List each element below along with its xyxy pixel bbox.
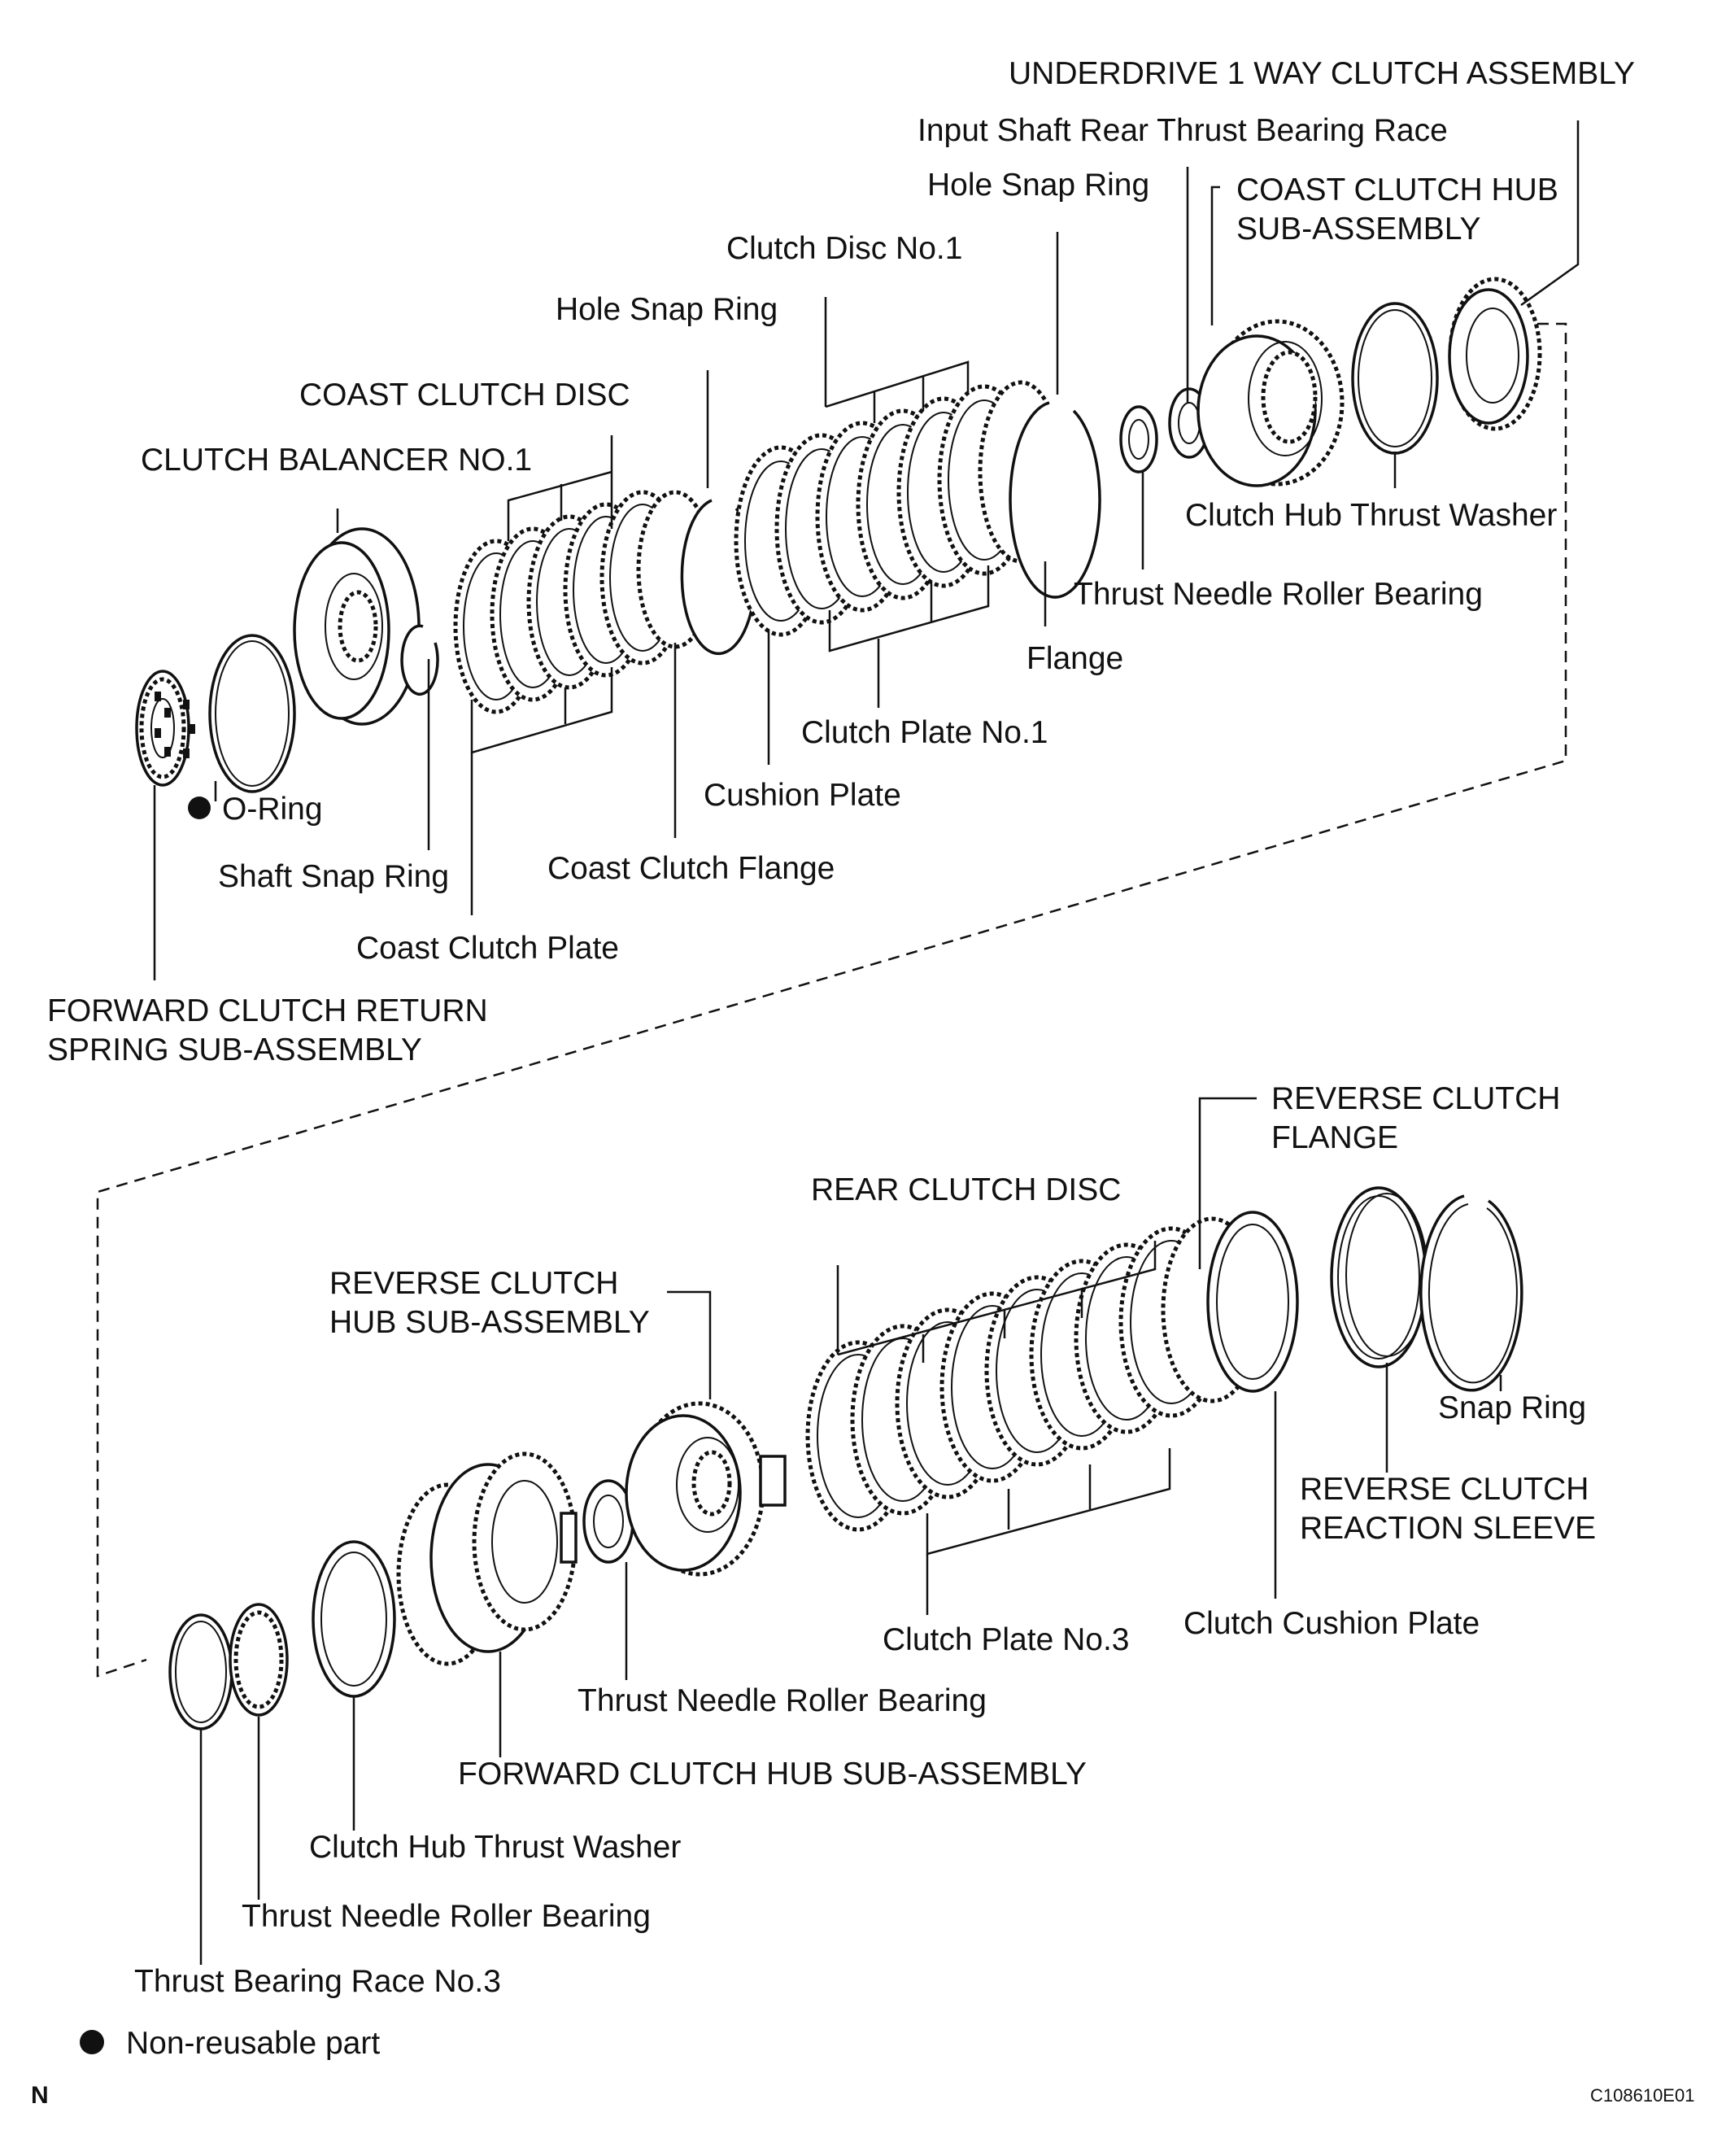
label-clutch-hub-thrust-washer-upper: Clutch Hub Thrust Washer <box>1185 498 1557 533</box>
upper-assembly <box>135 277 1542 793</box>
lower-labels: REVERSE CLUTCH FLANGE REAR CLUTCH DISC R… <box>134 1081 1596 1999</box>
shaft-snap-ring-part <box>400 624 439 696</box>
label-coast-clutch-disc: COAST CLUTCH DISC <box>299 378 630 412</box>
label-reverse-clutch-hub-line1: REVERSE CLUTCH <box>329 1266 618 1301</box>
label-flange: Flange <box>1026 641 1123 676</box>
lower-assembly <box>168 1186 1523 1730</box>
label-thrust-bearing-race-no3: Thrust Bearing Race No.3 <box>134 1964 501 1999</box>
label-reverse-clutch-flange-line1: REVERSE CLUTCH <box>1271 1081 1560 1116</box>
hole-snap-ring-upper-part <box>1009 401 1101 599</box>
label-reverse-clutch-flange-line2: FLANGE <box>1271 1120 1398 1155</box>
label-snap-ring: Snap Ring <box>1438 1390 1586 1425</box>
coast-clutch-hub-part <box>1196 319 1345 487</box>
coast-clutch-stack <box>453 490 714 714</box>
label-coast-clutch-hub-line2: SUB-ASSEMBLY <box>1236 212 1481 247</box>
upper-leader-lines <box>153 120 1580 980</box>
o-ring-part <box>208 634 296 793</box>
label-o-ring: O-Ring <box>222 792 323 827</box>
legend: Non-reusable part <box>80 2026 380 2061</box>
reverse-clutch-reaction-sleeve-part <box>1330 1186 1428 1368</box>
label-reverse-clutch-hub-line2: HUB SUB-ASSEMBLY <box>329 1305 650 1340</box>
label-reverse-clutch-reaction-line2: REACTION SLEEVE <box>1300 1511 1596 1546</box>
label-forward-clutch-hub: FORWARD CLUTCH HUB SUB-ASSEMBLY <box>458 1757 1087 1792</box>
forward-clutch-return-spring-part <box>135 670 195 787</box>
label-clutch-disc-no1: Clutch Disc No.1 <box>726 231 962 266</box>
clutch-hub-thrust-washer-lower-part <box>312 1540 396 1698</box>
label-coast-clutch-flange: Coast Clutch Flange <box>547 851 835 886</box>
thrust-needle-bearing-upper-part <box>1119 405 1158 474</box>
label-thrust-needle-roller-bearing-lower: Thrust Needle Roller Bearing <box>242 1899 651 1934</box>
upper-labels: UNDERDRIVE 1 WAY CLUTCH ASSEMBLY Input S… <box>47 56 1635 1067</box>
label-thrust-needle-roller-bearing-mid: Thrust Needle Roller Bearing <box>578 1683 987 1718</box>
label-hole-snap-ring-upper: Hole Snap Ring <box>927 168 1149 203</box>
thrust-bearing-race-no3-part <box>168 1613 233 1730</box>
rear-clutch-stack <box>805 1211 1299 1532</box>
thrust-needle-bearing-lower-part <box>229 1603 289 1717</box>
label-coast-clutch-hub-line1: COAST CLUTCH HUB <box>1236 172 1558 207</box>
clutch-hub-thrust-washer-upper-part <box>1351 302 1439 455</box>
label-reverse-clutch-reaction-line1: REVERSE CLUTCH <box>1300 1472 1589 1507</box>
assembly-separator <box>96 322 1567 1678</box>
orientation-mark: N <box>31 2082 49 2109</box>
label-rear-clutch-disc: REAR CLUTCH DISC <box>811 1172 1121 1207</box>
label-forward-clutch-return-line1: FORWARD CLUTCH RETURN <box>47 993 488 1028</box>
label-clutch-balancer-no1: CLUTCH BALANCER NO.1 <box>141 443 532 478</box>
label-coast-clutch-plate: Coast Clutch Plate <box>356 931 619 966</box>
label-forward-clutch-return-line2: SPRING SUB-ASSEMBLY <box>47 1032 422 1067</box>
legend-non-reusable-part: Non-reusable part <box>126 2026 380 2061</box>
legend-bullet <box>80 2030 104 2054</box>
label-clutch-plate-no3: Clutch Plate No.3 <box>883 1622 1130 1657</box>
label-underdrive-1-way-clutch-assembly: UNDERDRIVE 1 WAY CLUTCH ASSEMBLY <box>1009 56 1635 91</box>
clutch-balancer-part <box>293 527 421 726</box>
figure-code: C108610E01 <box>1590 2085 1694 2106</box>
lower-leader-lines <box>199 1097 1502 1965</box>
forward-clutch-hub-part <box>396 1451 578 1666</box>
label-hole-snap-ring: Hole Snap Ring <box>556 292 778 327</box>
reverse-clutch-hub-part <box>625 1401 787 1577</box>
label-clutch-cushion-plate: Clutch Cushion Plate <box>1183 1606 1480 1641</box>
label-clutch-hub-thrust-washer-lower: Clutch Hub Thrust Washer <box>309 1830 681 1865</box>
label-shaft-snap-ring: Shaft Snap Ring <box>218 859 449 894</box>
label-clutch-plate-no1: Clutch Plate No.1 <box>801 715 1048 750</box>
label-cushion-plate: Cushion Plate <box>704 778 901 813</box>
label-thrust-needle-roller-bearing-upper: Thrust Needle Roller Bearing <box>1074 577 1483 612</box>
snap-ring-part <box>1419 1194 1523 1392</box>
non-reusable-bullet-o-ring <box>188 796 211 819</box>
label-input-shaft-rear-thrust-bearing-race: Input Shaft Rear Thrust Bearing Race <box>918 113 1448 148</box>
underdrive-one-way-clutch-part <box>1448 277 1542 431</box>
